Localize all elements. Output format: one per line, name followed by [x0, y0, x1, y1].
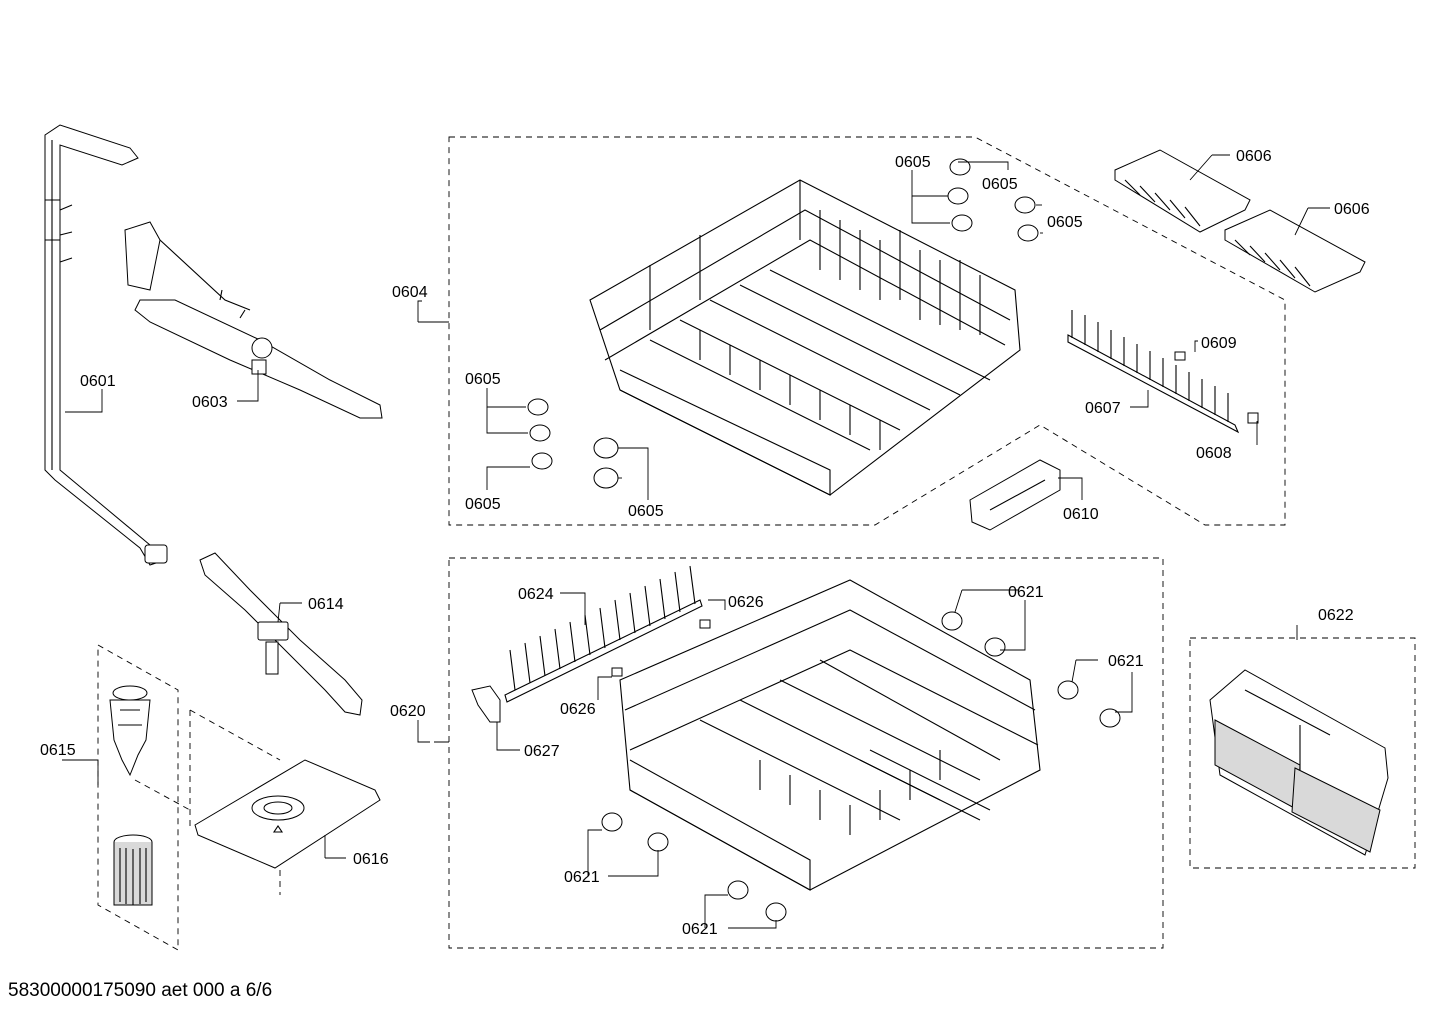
cutlery-basket-0622 [1209, 669, 1389, 856]
leader-lines [62, 154, 1330, 929]
clips-0626 [611, 619, 711, 677]
label-0626-b: 0626 [560, 701, 596, 718]
label-0627: 0627 [524, 743, 560, 760]
filter-plate-guide [134, 709, 281, 895]
label-0614: 0614 [308, 596, 344, 613]
lower-rack-0620 [619, 579, 1041, 891]
clip-0609 [1174, 351, 1186, 361]
label-0605-e: 0605 [465, 496, 501, 513]
label-0603: 0603 [192, 394, 228, 411]
label-0609: 0609 [1201, 335, 1237, 352]
label-0610: 0610 [1063, 506, 1099, 523]
cup-shelves-0606 [1114, 149, 1366, 293]
label-0604: 0604 [392, 284, 428, 301]
label-0616: 0616 [353, 851, 389, 868]
upper-rack-0604 [589, 179, 1021, 496]
upper-spray-arm-0603 [124, 221, 383, 419]
rollers-0605 [527, 158, 1039, 489]
filter-group-boundary [97, 644, 179, 951]
supply-pipe-0601 [44, 124, 168, 566]
label-0621-d: 0621 [682, 921, 718, 938]
label-0620: 0620 [390, 703, 426, 720]
tine-row-0607 [1067, 310, 1259, 434]
label-0621-c: 0621 [564, 869, 600, 886]
lower-tine-row-0624 [504, 565, 703, 703]
label-0615: 0615 [40, 742, 76, 759]
clip-0608 [1247, 412, 1259, 424]
rack-latch-0627 [471, 685, 501, 723]
lower-rollers-0621 [601, 611, 1121, 922]
label-0605-f: 0605 [628, 503, 664, 520]
rack-handle-0610 [969, 459, 1061, 531]
label-0624: 0624 [518, 586, 554, 603]
label-0608: 0608 [1196, 445, 1232, 462]
lower-rack-group-boundary [448, 557, 1164, 949]
document-footer-code: 58300000175090 aet 000 a 6/6 [8, 980, 273, 1001]
label-0605-c: 0605 [1047, 214, 1083, 231]
label-0626-a: 0626 [728, 594, 764, 611]
label-0621-a: 0621 [1008, 584, 1044, 601]
label-0606-b: 0606 [1334, 201, 1370, 218]
filter-plate-0616 [194, 759, 381, 869]
label-0605-b: 0605 [982, 176, 1018, 193]
filter-assembly-0615 [109, 685, 153, 906]
label-0607: 0607 [1085, 400, 1121, 417]
upper-rack-group-boundary [448, 136, 1286, 526]
label-0621-b: 0621 [1108, 653, 1144, 670]
label-0601: 0601 [80, 373, 116, 390]
cutlery-basket-group-boundary [1189, 637, 1416, 869]
label-0605-a: 0605 [895, 154, 931, 171]
part-labels: 0601 0603 0604 0605 0605 0605 0605 0605 … [40, 148, 1370, 938]
label-0606-a: 0606 [1236, 148, 1272, 165]
label-0622: 0622 [1318, 607, 1354, 624]
label-0605-d: 0605 [465, 371, 501, 388]
lower-spray-arm-0614 [199, 552, 363, 716]
